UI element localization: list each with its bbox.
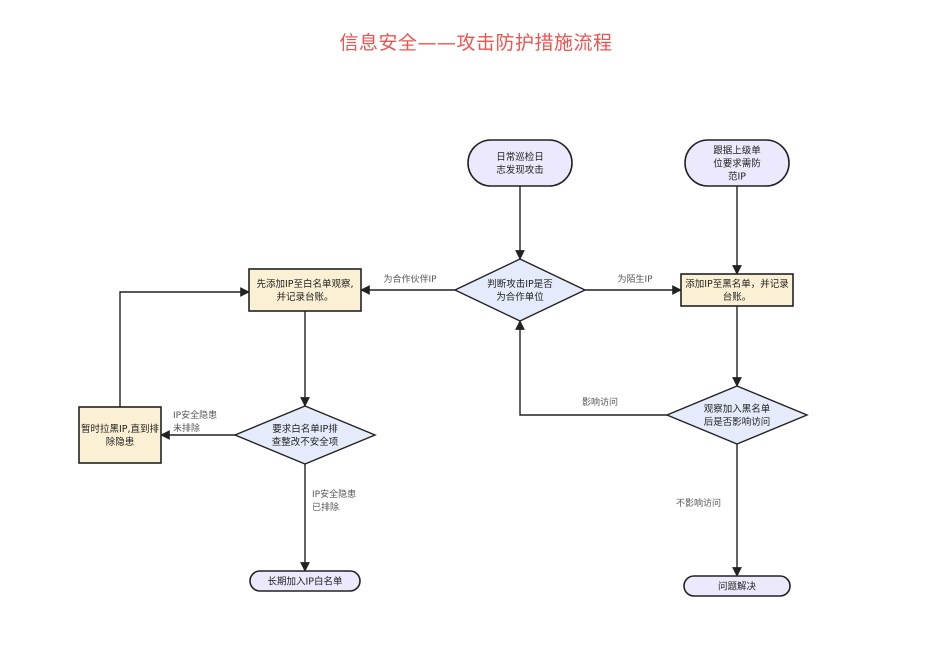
node-label: 先添加IP至白名单观察,: [256, 278, 353, 290]
edge-label: 为合作伙伴IP: [383, 273, 437, 285]
node-label: 位要求需防: [713, 158, 761, 170]
node-whitelist-observe[interactable]: 先添加IP至白名单观察,并记录台账。: [248, 268, 362, 312]
terminal-shape: [249, 570, 361, 592]
node-label: 查整改不安全项: [272, 436, 339, 448]
process-shape: [248, 268, 362, 312]
node-label: 跟据上级单: [713, 145, 761, 157]
decision-shape: [665, 385, 809, 445]
node-label: 观察加入黑名单: [704, 403, 771, 415]
terminal-shape: [467, 139, 573, 187]
node-label: 并记录台账。: [276, 291, 333, 303]
process-shape: [78, 406, 162, 464]
edge-label: 已排除: [312, 501, 339, 513]
node-label: 为合作单位: [496, 291, 544, 303]
edge-label: 不影响访问: [676, 497, 721, 509]
terminal-shape: [684, 139, 790, 187]
node-label: 除隐患: [106, 436, 135, 448]
node-label: 暂时拉黑IP,直到排: [81, 423, 160, 435]
node-label: 台账。: [723, 291, 752, 303]
node-label: 志发现攻击: [496, 164, 544, 176]
terminal-shape: [683, 575, 791, 597]
diagram-title: 信息安全——攻击防护措施流程: [339, 32, 613, 54]
node-resolved[interactable]: 问题解决: [683, 575, 791, 597]
edge-observe-blacklist-to-decide-partner: [515, 320, 667, 416]
node-label: 判断攻击IP是否: [487, 278, 553, 290]
edge-temp-block-to-whitelist-observe: [119, 287, 250, 407]
edge-label: IP安全隐患: [173, 409, 217, 421]
edge-label: 影响访问: [582, 396, 618, 408]
node-label: 长期加入IP白名单: [267, 576, 343, 588]
edge-label: IP安全隐患: [312, 488, 356, 500]
decision-shape: [453, 258, 587, 322]
node-label: 添加IP至黑名单，并记录: [685, 278, 789, 290]
node-label: 日常巡检日: [496, 151, 544, 163]
node-blacklist-add[interactable]: 添加IP至黑名单，并记录台账。: [680, 273, 794, 307]
edge-label: 为陌生IP: [617, 273, 653, 285]
node-label: 要求白名单IP排: [272, 423, 338, 435]
node-label: 后是否影响访问: [704, 416, 771, 428]
node-label: 范IP: [728, 171, 746, 183]
node-long-whitelist[interactable]: 长期加入IP白名单: [249, 570, 361, 592]
edge-label: 未排除: [173, 422, 200, 434]
decision-shape: [233, 405, 377, 465]
process-shape: [680, 273, 794, 307]
node-label: 问题解决: [718, 581, 757, 593]
